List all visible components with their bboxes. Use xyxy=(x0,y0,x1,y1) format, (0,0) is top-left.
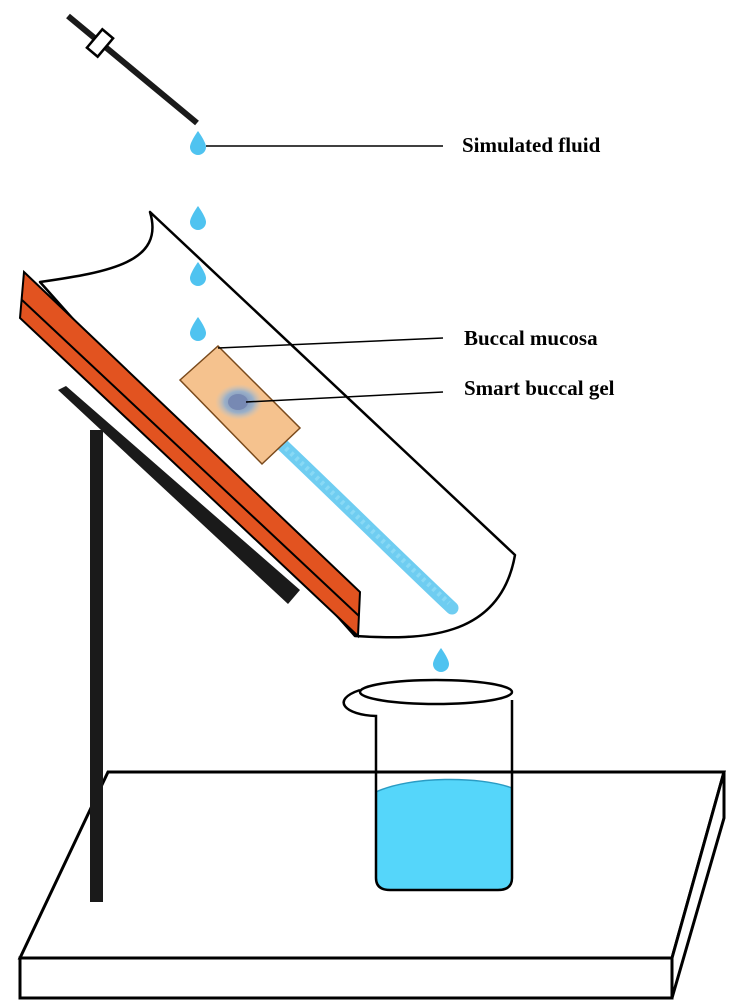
droplet xyxy=(190,317,206,341)
beaker-liquid xyxy=(376,779,512,890)
clamp-bar xyxy=(58,386,300,604)
syringe xyxy=(66,13,199,126)
stand-rod xyxy=(90,430,103,902)
droplet xyxy=(433,648,449,672)
leader-smart-buccal-gel xyxy=(245,391,444,403)
fluid-droplets xyxy=(190,131,449,672)
label-simulated-fluid: Simulated fluid xyxy=(462,133,601,157)
clamp-board xyxy=(18,269,362,639)
label-buccal-mucosa: Buccal mucosa xyxy=(464,326,598,350)
smart-buccal-gel-core xyxy=(228,394,248,410)
beaker xyxy=(342,678,514,892)
leader-buccal-mucosa xyxy=(217,337,444,349)
droplet xyxy=(190,131,206,155)
droplet xyxy=(190,262,206,286)
droplet xyxy=(190,206,206,230)
stand-base xyxy=(17,770,726,1000)
label-smart-buccal-gel: Smart buccal gel xyxy=(464,376,615,400)
fluid-stream-texture xyxy=(243,408,451,605)
